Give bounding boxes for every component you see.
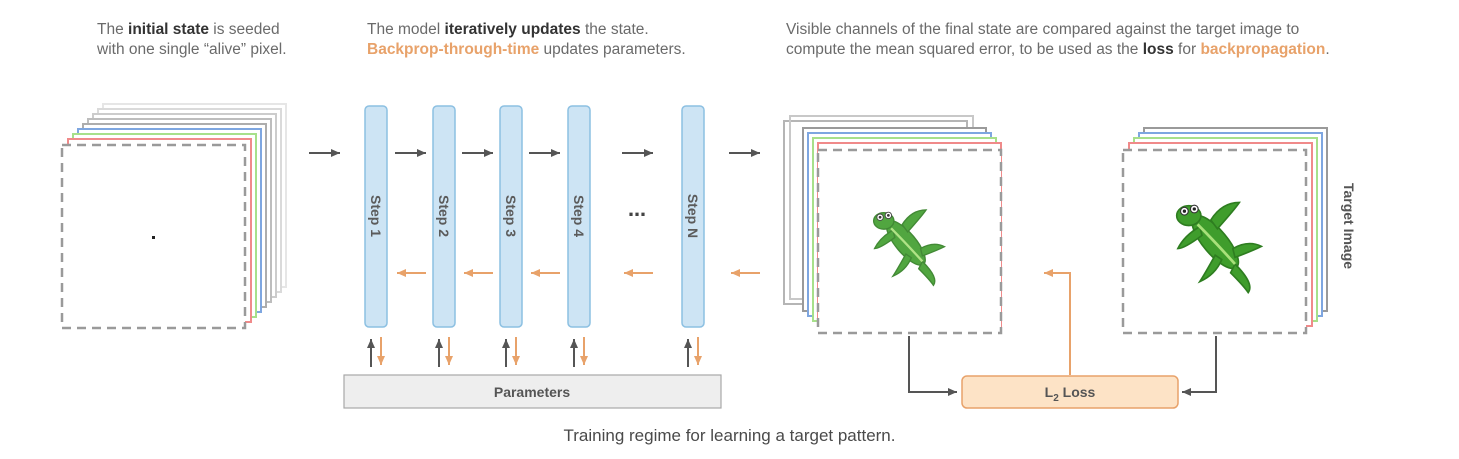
step-1-block: Step 1 (364, 105, 388, 328)
step-2-block: Step 2 (432, 105, 456, 328)
target-image-stack: Target Image (1121, 127, 1357, 335)
text-fragment: compute the mean squared error, to be us… (786, 41, 1143, 58)
parameter-arrows (367, 337, 702, 367)
parameters-label: Parameters (494, 384, 570, 400)
loss-symbol: L (1045, 384, 1054, 400)
loss-connectors (908, 269, 1217, 396)
step-n-block: Step N (681, 105, 705, 328)
bptt-term: Backprop-through-time (367, 41, 540, 58)
step-blocks: Step 1 Step 2 Step 3 Step 4 … Step N (364, 105, 705, 328)
text-fragment: The model (367, 21, 445, 38)
loss-description: Visible channels of the final state are … (786, 20, 1330, 60)
target-to-loss-arrow (1182, 336, 1217, 396)
initial-state-stack (60, 103, 287, 330)
text-fragment: is seeded (208, 21, 280, 38)
initial-state-description: The initial state is seeded with one sin… (97, 20, 287, 60)
text-fragment: updates parameters. (539, 41, 686, 58)
loss-backprop-arrow (1044, 269, 1071, 375)
steps-ellipsis: … (628, 200, 646, 221)
loss-subscript: 2 (1053, 393, 1059, 404)
text-fragment: The (97, 21, 129, 38)
final-to-loss-arrow (908, 336, 957, 396)
final-state-stack (783, 115, 1003, 335)
initial-state-term: initial state (128, 21, 209, 38)
parameters-box: Parameters (343, 374, 722, 409)
l2-loss-label: L2 Loss (1045, 384, 1096, 404)
loss-word: Loss (1059, 384, 1096, 400)
text-fragment: for (1173, 41, 1201, 58)
step-n-label: Step N (685, 194, 701, 238)
figure-caption: Training regime for learning a target pa… (563, 426, 896, 445)
iterative-update-description: The model iteratively updates the state.… (367, 20, 686, 60)
step-2-label: Step 2 (436, 195, 452, 237)
text-fragment: the state. (580, 21, 649, 38)
step-4-label: Step 4 (571, 195, 587, 237)
loss-term: loss (1142, 41, 1174, 58)
step-3-label: Step 3 (503, 195, 519, 237)
target-image-label: Target Image (1341, 183, 1357, 269)
text-fragment: . (1325, 41, 1330, 58)
l2-loss-box: L2 Loss (961, 375, 1179, 409)
step-1-label: Step 1 (368, 195, 384, 237)
text-fragment: with one single “alive” pixel. (97, 41, 287, 58)
step-3-block: Step 3 (499, 105, 523, 328)
alive-pixel (152, 236, 155, 239)
step-4-block: Step 4 (567, 105, 591, 328)
backpropagation-term: backpropagation (1200, 41, 1326, 58)
text-fragment: Visible channels of the final state are … (786, 21, 1300, 38)
iteratively-updates-term: iteratively updates (444, 21, 581, 38)
